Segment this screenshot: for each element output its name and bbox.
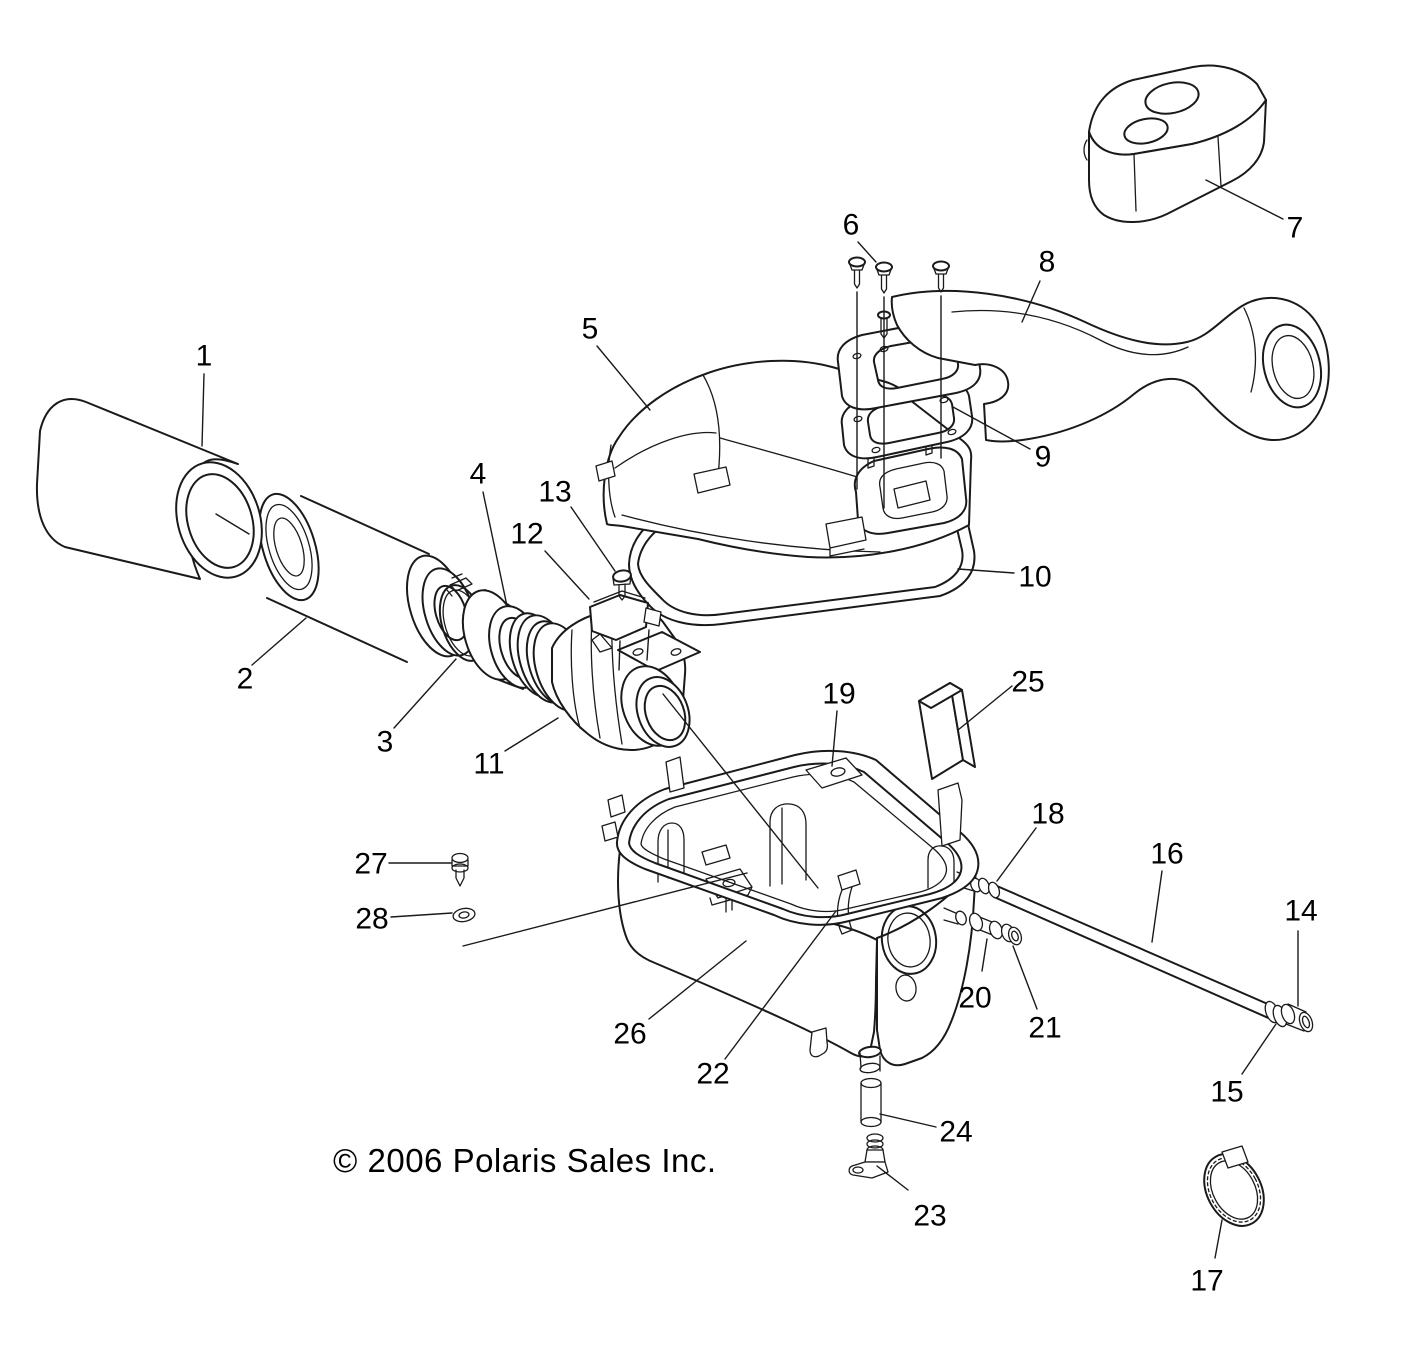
part-24-drain-hose xyxy=(860,1077,882,1128)
screw-icon xyxy=(848,256,950,339)
callout-10-leader xyxy=(957,568,1015,574)
callout-27-label: 27 xyxy=(354,848,387,881)
callout-22-leader xyxy=(724,910,837,1060)
callout-21-label: 21 xyxy=(1028,1012,1061,1045)
callout-17-leader xyxy=(1214,1219,1223,1259)
callout-18-leader xyxy=(996,827,1037,882)
callout-20-leader xyxy=(981,938,988,972)
callout-20-label: 20 xyxy=(958,982,991,1015)
callout-25-leader xyxy=(957,685,1013,731)
callout-11-leader xyxy=(504,717,559,752)
callout-5-label: 5 xyxy=(582,313,599,346)
callout-26-label: 26 xyxy=(613,1018,646,1051)
callout-15-label: 15 xyxy=(1210,1076,1243,1109)
callout-18-label: 18 xyxy=(1031,798,1064,831)
part-13-screw xyxy=(612,569,632,601)
callout-3-leader xyxy=(393,658,457,729)
callout-2-label: 2 xyxy=(237,663,254,696)
callout-6-leader xyxy=(857,241,877,263)
part-17-hose-clamp xyxy=(1203,1145,1265,1227)
connector-line xyxy=(215,513,250,535)
callout-26-leader xyxy=(648,940,747,1020)
callout-7-label: 7 xyxy=(1287,212,1304,245)
callout-21-leader xyxy=(1012,945,1038,1010)
callout-1-leader xyxy=(201,373,205,447)
callout-12-leader xyxy=(544,550,590,600)
callout-8-label: 8 xyxy=(1039,246,1056,279)
part-27-rivet xyxy=(451,852,469,887)
callout-5-leader xyxy=(596,345,651,411)
callout-9-leader xyxy=(952,406,1031,450)
callout-2-leader xyxy=(251,617,307,666)
callout-23-leader xyxy=(876,1165,909,1191)
callout-28-label: 28 xyxy=(355,903,388,936)
callout-6-label: 6 xyxy=(843,209,860,242)
callout-17-label: 17 xyxy=(1190,1265,1223,1298)
callout-13-label: 13 xyxy=(538,476,571,509)
part-20-bushing xyxy=(968,912,1004,940)
part-5-airbox-lid xyxy=(595,359,973,559)
part-19-rim-seal xyxy=(601,749,980,926)
callout-14-label: 14 xyxy=(1284,895,1317,928)
part-25-foam-block xyxy=(918,682,976,780)
callout-1-label: 1 xyxy=(196,340,213,373)
callout-16-label: 16 xyxy=(1150,838,1183,871)
callout-4-label: 4 xyxy=(470,458,487,491)
callout-12-label: 12 xyxy=(510,518,543,551)
callout-11-label: 11 xyxy=(473,748,504,781)
callout-13-leader xyxy=(570,506,616,572)
callout-8-leader xyxy=(1021,280,1041,323)
callout-19-leader xyxy=(831,710,838,767)
callout-9-label: 9 xyxy=(1035,441,1052,474)
part-21-cap xyxy=(1000,923,1023,946)
part-22-clamp xyxy=(836,869,861,935)
callout-22-label: 22 xyxy=(696,1058,729,1091)
copyright-text: © 2006 Polaris Sales Inc. xyxy=(333,1142,717,1179)
part-14-fitting xyxy=(1280,1003,1314,1033)
callout-16-leader xyxy=(1151,870,1163,943)
callout-24-leader xyxy=(879,1113,937,1128)
connector-line xyxy=(462,872,748,947)
part-18-fitting xyxy=(977,877,1001,899)
callout-19-label: 19 xyxy=(822,678,855,711)
part-28-washer xyxy=(452,907,476,923)
part-7-cover-block xyxy=(1083,64,1267,223)
part-12-sensor xyxy=(589,590,662,671)
part-6-screws xyxy=(848,256,950,509)
part-1-filter-cover xyxy=(35,398,263,580)
callout-3-label: 3 xyxy=(377,726,394,759)
part-8-intake-duct xyxy=(836,289,1330,443)
connector-lines xyxy=(215,513,819,947)
callout-15-leader xyxy=(1241,1023,1277,1075)
part-2-filter-element xyxy=(258,492,477,663)
callout-7-leader xyxy=(1205,179,1284,220)
part-11-intake-boot xyxy=(508,606,701,751)
connector-line xyxy=(662,693,819,889)
callout-24-label: 24 xyxy=(939,1116,972,1149)
callout-4-leader xyxy=(482,491,508,607)
callout-25-label: 25 xyxy=(1011,666,1044,699)
part-16-drain-tube xyxy=(990,884,1287,1025)
callout-10-label: 10 xyxy=(1018,561,1051,594)
part-23-drain-valve xyxy=(848,1133,889,1179)
callout-28-leader xyxy=(390,912,453,918)
callout-23-label: 23 xyxy=(913,1200,946,1233)
